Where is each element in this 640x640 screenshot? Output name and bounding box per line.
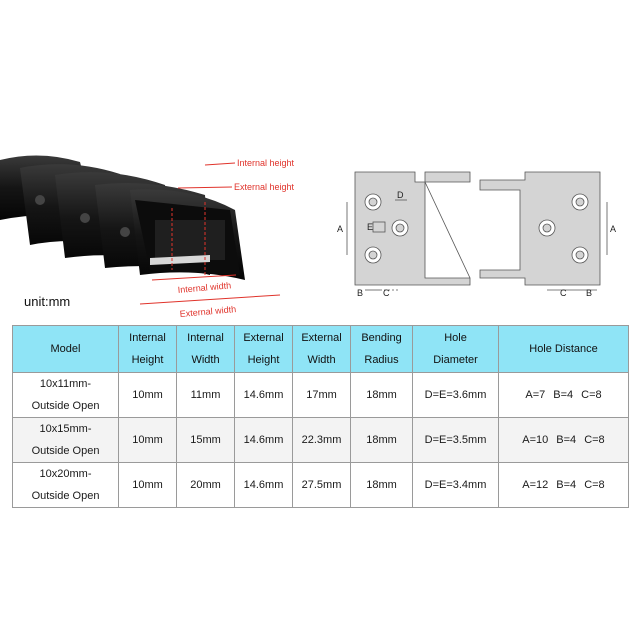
dim-a-right: A (610, 224, 616, 234)
cell-external-height: 14.6mm (234, 417, 293, 463)
internal-width-label: Internal width (177, 280, 231, 295)
internal-height-label: Internal height (237, 158, 295, 168)
dim-c-left: C (383, 288, 390, 298)
table-row: 10x20mm-Outside Open 10mm 20mm 14.6mm 27… (12, 462, 629, 508)
unit-label: unit:mm (24, 294, 71, 309)
cell-model: 10x20mm-Outside Open (12, 462, 119, 508)
left-profile (346, 171, 471, 291)
cell-internal-height: 10mm (118, 372, 177, 418)
cell-external-height: 14.6mm (234, 462, 293, 508)
dim-d: D (397, 190, 404, 200)
cell-internal-width: 11mm (176, 372, 235, 418)
chain-links (0, 155, 245, 280)
cell-bending-radius: 18mm (350, 462, 413, 508)
header-model: Model (12, 325, 119, 373)
dim-a-left: A (337, 224, 343, 234)
cell-hole-diameter: D=E=3.5mm (412, 417, 499, 463)
cell-bending-radius: 18mm (350, 372, 413, 418)
right-profile (479, 171, 608, 291)
cell-internal-width: 20mm (176, 462, 235, 508)
cell-hole-diameter: D=E=3.6mm (412, 372, 499, 418)
cell-internal-height: 10mm (118, 417, 177, 463)
dimension-annotations (139, 162, 281, 305)
external-height-label: External height (234, 182, 295, 192)
cell-bending-radius: 18mm (350, 417, 413, 463)
cell-internal-width: 15mm (176, 417, 235, 463)
cell-external-width: 22.3mm (292, 417, 351, 463)
cell-external-height: 14.6mm (234, 372, 293, 418)
dim-b-left: B (357, 288, 363, 298)
dim-e: E (367, 222, 373, 232)
dim-c-right: C (560, 288, 567, 298)
table-row: 10x11mm-Outside Open 10mm 11mm 14.6mm 17… (12, 372, 629, 418)
cell-internal-height: 10mm (118, 462, 177, 508)
table-row: 10x15mm-Outside Open 10mm 15mm 14.6mm 22… (12, 417, 629, 463)
cell-model: 10x15mm-Outside Open (12, 417, 119, 463)
cell-model: 10x11mm-Outside Open (12, 372, 119, 418)
cell-external-width: 27.5mm (292, 462, 351, 508)
cell-hole-diameter: D=E=3.4mm (412, 462, 499, 508)
drag-chain-photo: Internal height External height Internal… (0, 155, 295, 319)
dim-b-right: B (586, 288, 592, 298)
link-technical-diagram: A B C D E A C B (337, 171, 616, 298)
header-hole-distance: Hole Distance (498, 325, 629, 373)
cell-external-width: 17mm (292, 372, 351, 418)
external-width-label: External width (179, 304, 236, 319)
